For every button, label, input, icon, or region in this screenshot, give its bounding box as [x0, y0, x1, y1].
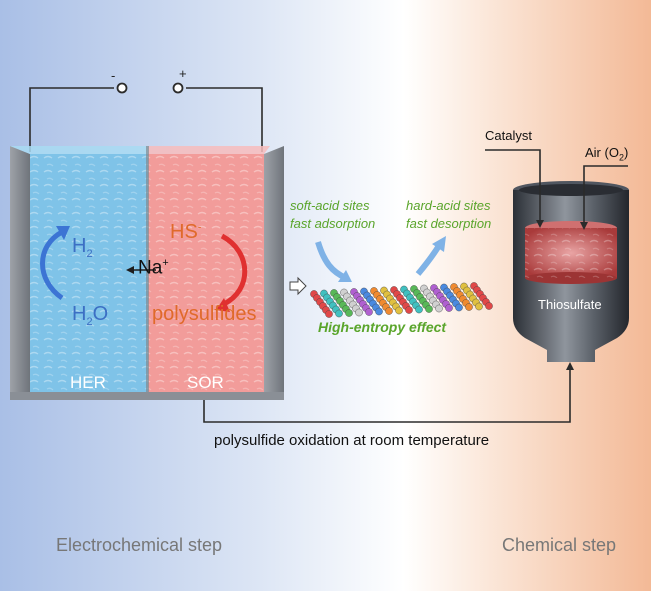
electrochemical-step-label: Electrochemical step — [56, 535, 223, 555]
thiosulfate-label: Thiosulfate — [538, 297, 602, 312]
air-input-arrowhead — [580, 222, 588, 230]
oxidation-flow-label: polysulfide oxidation at room temperatur… — [214, 432, 490, 449]
cathode-cycle-arrowhead — [56, 226, 70, 240]
surface-atom — [405, 306, 413, 314]
cell-left-wall — [10, 146, 30, 400]
transition-arrow — [289, 276, 307, 296]
fast-adsorption-label: fast adsorption — [290, 216, 376, 231]
her-label: HER — [70, 373, 106, 392]
positive-wire — [186, 87, 263, 152]
water-label: H2O — [72, 304, 108, 328]
surface-atom — [435, 304, 443, 313]
oxidation-flow-arrowhead — [566, 362, 574, 370]
positive-terminal — [172, 82, 184, 94]
sor-label: SOR — [187, 373, 224, 392]
polysulfides-label: polysulfides — [152, 303, 257, 325]
negative-sign: - — [111, 68, 116, 83]
air-tail: ) — [623, 145, 629, 160]
negative-terminal — [116, 82, 128, 94]
anode-top — [148, 146, 270, 154]
water-tail: O — [92, 303, 109, 325]
surface-atom — [415, 305, 423, 314]
negative-wire — [29, 87, 114, 152]
anode-cycle-arrow — [220, 233, 248, 307]
air-sub: 2 — [618, 152, 624, 163]
high-entropy-effect-label: High-entropy effect — [318, 319, 447, 335]
hydrosulfide-label: HS- — [170, 222, 201, 242]
high-entropy-surface — [310, 282, 493, 318]
membrane — [146, 146, 149, 400]
hard-acid-sites-label: hard-acid sites — [406, 198, 491, 213]
sodium-main: Na — [138, 257, 163, 279]
surface-atom — [475, 302, 483, 311]
cathode-top — [10, 146, 148, 154]
air-input-line — [583, 165, 628, 224]
cell-right-wall — [264, 146, 284, 400]
oxidation-flow-line — [203, 368, 571, 423]
hydrosulfide-main: HS — [170, 221, 198, 243]
desorption-arrowhead — [432, 236, 446, 252]
surface-atom — [395, 306, 403, 315]
surface-atom — [355, 308, 363, 317]
reactor-liquid-texture — [525, 228, 617, 278]
sodium-sup: + — [162, 257, 169, 269]
hydrosulfide-sup: - — [197, 221, 202, 234]
cathode-texture — [30, 154, 148, 400]
sodium-ion-label: Na+ — [138, 257, 169, 279]
reactor-opening — [519, 184, 623, 196]
hydrogen-label: H2 — [72, 236, 93, 260]
hydrogen-main: H — [72, 235, 87, 257]
surface-atom — [485, 302, 493, 310]
anode-cycle-arrowhead — [216, 298, 230, 312]
catalyst-label: Catalyst — [485, 128, 532, 143]
cell-base — [10, 392, 284, 400]
surface-atom — [425, 305, 433, 313]
catalyst-input-line — [485, 149, 541, 222]
water-main: H — [72, 303, 87, 325]
ion-transfer-arrowhead — [126, 266, 134, 274]
hydrogen-sub: 2 — [86, 248, 93, 260]
surface-atom — [375, 307, 383, 316]
surface-atom — [385, 307, 393, 315]
surface-atom — [455, 303, 463, 312]
surface-atom — [365, 308, 373, 316]
positive-sign: + — [179, 66, 187, 81]
surface-atom — [345, 309, 353, 317]
soft-acid-sites-label: soft-acid sites — [290, 198, 370, 213]
surface-atom — [335, 309, 343, 318]
fast-desorption-label: fast desorption — [406, 216, 492, 231]
cathode-cycle-arrow — [40, 229, 64, 301]
surface-atom — [465, 303, 473, 311]
catalyst-input-arrowhead — [536, 220, 544, 228]
surface-atom — [325, 310, 333, 318]
adsorption-arrowhead — [338, 270, 352, 282]
air-label: Air (O2) — [585, 146, 628, 163]
chemical-step-label: Chemical step — [502, 535, 617, 555]
water-sub: 2 — [86, 316, 93, 328]
surface-atom — [445, 304, 453, 312]
air-main: Air (O — [585, 145, 619, 160]
